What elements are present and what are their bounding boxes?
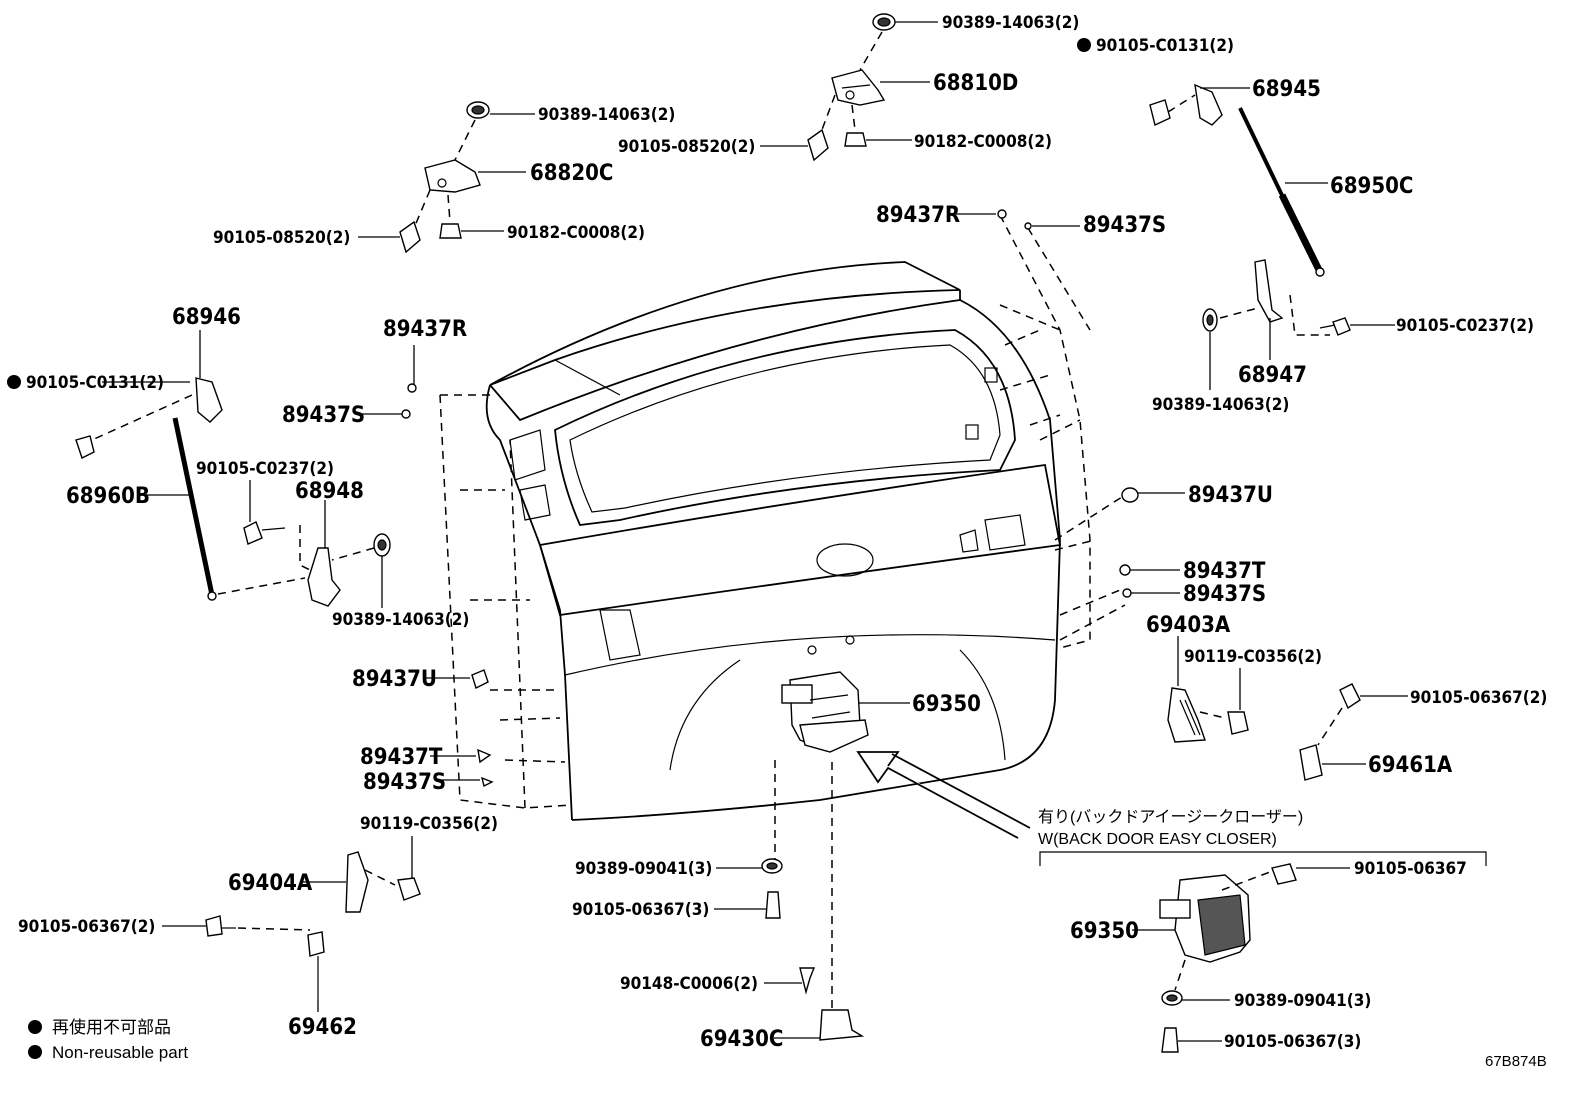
diagram-code: 67B874B <box>1485 1053 1547 1070</box>
stay-assembly-left <box>75 377 391 607</box>
label-69350-box: 69350 <box>1070 919 1139 944</box>
part-labels: 90389-14063(2) 90105-C0131(2) 68810D 689… <box>18 13 1547 1052</box>
leader-lines <box>102 21 1408 1042</box>
stay-assembly-right <box>1149 83 1351 336</box>
easy-closer-note-en: W(BACK DOOR EASY CLOSER) <box>1038 831 1277 848</box>
label-90105-C0237-left: 90105-C0237(2) <box>196 459 334 479</box>
label-68947: 68947 <box>1238 363 1307 388</box>
legend-en: Non-reusable part <box>52 1043 188 1062</box>
label-90182-C0008-right: 90182-C0008(2) <box>914 132 1052 152</box>
label-90105-08520-left: 90105-08520(2) <box>213 228 350 248</box>
label-68946: 68946 <box>172 305 241 330</box>
label-90105-08520-right: 90105-08520(2) <box>618 137 755 157</box>
label-90389-14063-left: 90389-14063(2) <box>332 610 469 630</box>
label-90119-C0356-right: 90119-C0356(2) <box>1184 647 1322 667</box>
label-90105-06367-box-2: 90105-06367(3) <box>1224 1032 1361 1052</box>
legend-jp: 再使用不可部品 <box>52 1017 171 1037</box>
label-90119-C0356-left: 90119-C0356(2) <box>360 814 498 834</box>
non-reusable-marker-left <box>7 375 21 389</box>
label-69461A: 69461A <box>1368 753 1453 778</box>
label-89437T-right: 89437T <box>1183 559 1266 584</box>
label-90105-06367-box: 90105-06367 <box>1354 859 1467 879</box>
legend: 再使用不可部品 Non-reusable part <box>28 1017 188 1062</box>
easy-closer-note-jp: 有り(バックドアイージークローザー) <box>1038 808 1303 826</box>
label-68960B: 68960B <box>66 484 150 509</box>
label-89437R-top: 89437R <box>876 203 960 228</box>
label-68810D: 68810D <box>933 71 1018 96</box>
lock-69350-main <box>761 671 869 1041</box>
label-69350-main: 69350 <box>912 692 981 717</box>
label-90389-14063-right: 90389-14063(2) <box>1152 395 1289 415</box>
back-door-panel <box>485 261 1062 821</box>
label-90389-09041-box: 90389-09041(3) <box>1234 991 1371 1011</box>
label-89437T-left: 89437T <box>360 745 443 770</box>
body-opening-outline <box>439 214 1126 809</box>
striker-69404A <box>205 851 421 1000</box>
label-89437S-top: 89437S <box>1083 213 1166 238</box>
label-90389-14063-hinge-left: 90389-14063(2) <box>538 105 675 125</box>
label-68948: 68948 <box>295 479 364 504</box>
label-90148-C0006: 90148-C0006(2) <box>620 974 758 994</box>
fasteners-89437 <box>401 209 1139 788</box>
label-68820C: 68820C <box>530 161 613 186</box>
non-reusable-marker-top <box>1077 38 1091 52</box>
label-68945: 68945 <box>1252 77 1321 102</box>
label-89437S-right: 89437S <box>1183 582 1266 607</box>
striker-69403A <box>1167 687 1249 743</box>
label-90105-06367-left: 90105-06367(2) <box>18 917 155 937</box>
label-90105-06367-center: 90105-06367(3) <box>572 900 709 920</box>
label-90389-14063-top: 90389-14063(2) <box>942 13 1079 33</box>
label-90182-C0008-left: 90182-C0008(2) <box>507 223 645 243</box>
label-69430C: 69430C <box>700 1027 783 1052</box>
legend-bullet-icon <box>28 1045 42 1059</box>
label-90105-C0237-right: 90105-C0237(2) <box>1396 316 1534 336</box>
label-89437S-left: 89437S <box>363 770 446 795</box>
label-89437S-mid: 89437S <box>282 403 365 428</box>
easy-closer-box <box>1039 851 1487 1053</box>
label-89437U-right: 89437U <box>1188 483 1273 508</box>
cushion-69461A <box>1299 683 1361 781</box>
label-68950C: 68950C <box>1330 174 1413 199</box>
legend-bullet-icon <box>28 1020 42 1034</box>
label-90105-C0131-left: 90105-C0131(2) <box>26 373 164 393</box>
label-90389-09041-center: 90389-09041(3) <box>575 859 712 879</box>
label-69462: 69462 <box>288 1015 357 1040</box>
label-69404A: 69404A <box>228 871 313 896</box>
label-89437R-mid: 89437R <box>383 317 467 342</box>
label-90105-C0131-top: 90105-C0131(2) <box>1096 36 1234 56</box>
hinge-68810D <box>807 13 896 162</box>
easy-closer-arrow <box>856 751 1031 839</box>
label-89437U-left: 89437U <box>352 667 437 692</box>
hinge-68820C <box>399 101 490 254</box>
label-69403A: 69403A <box>1146 613 1231 638</box>
label-90105-06367-far-right: 90105-06367(2) <box>1410 688 1547 708</box>
